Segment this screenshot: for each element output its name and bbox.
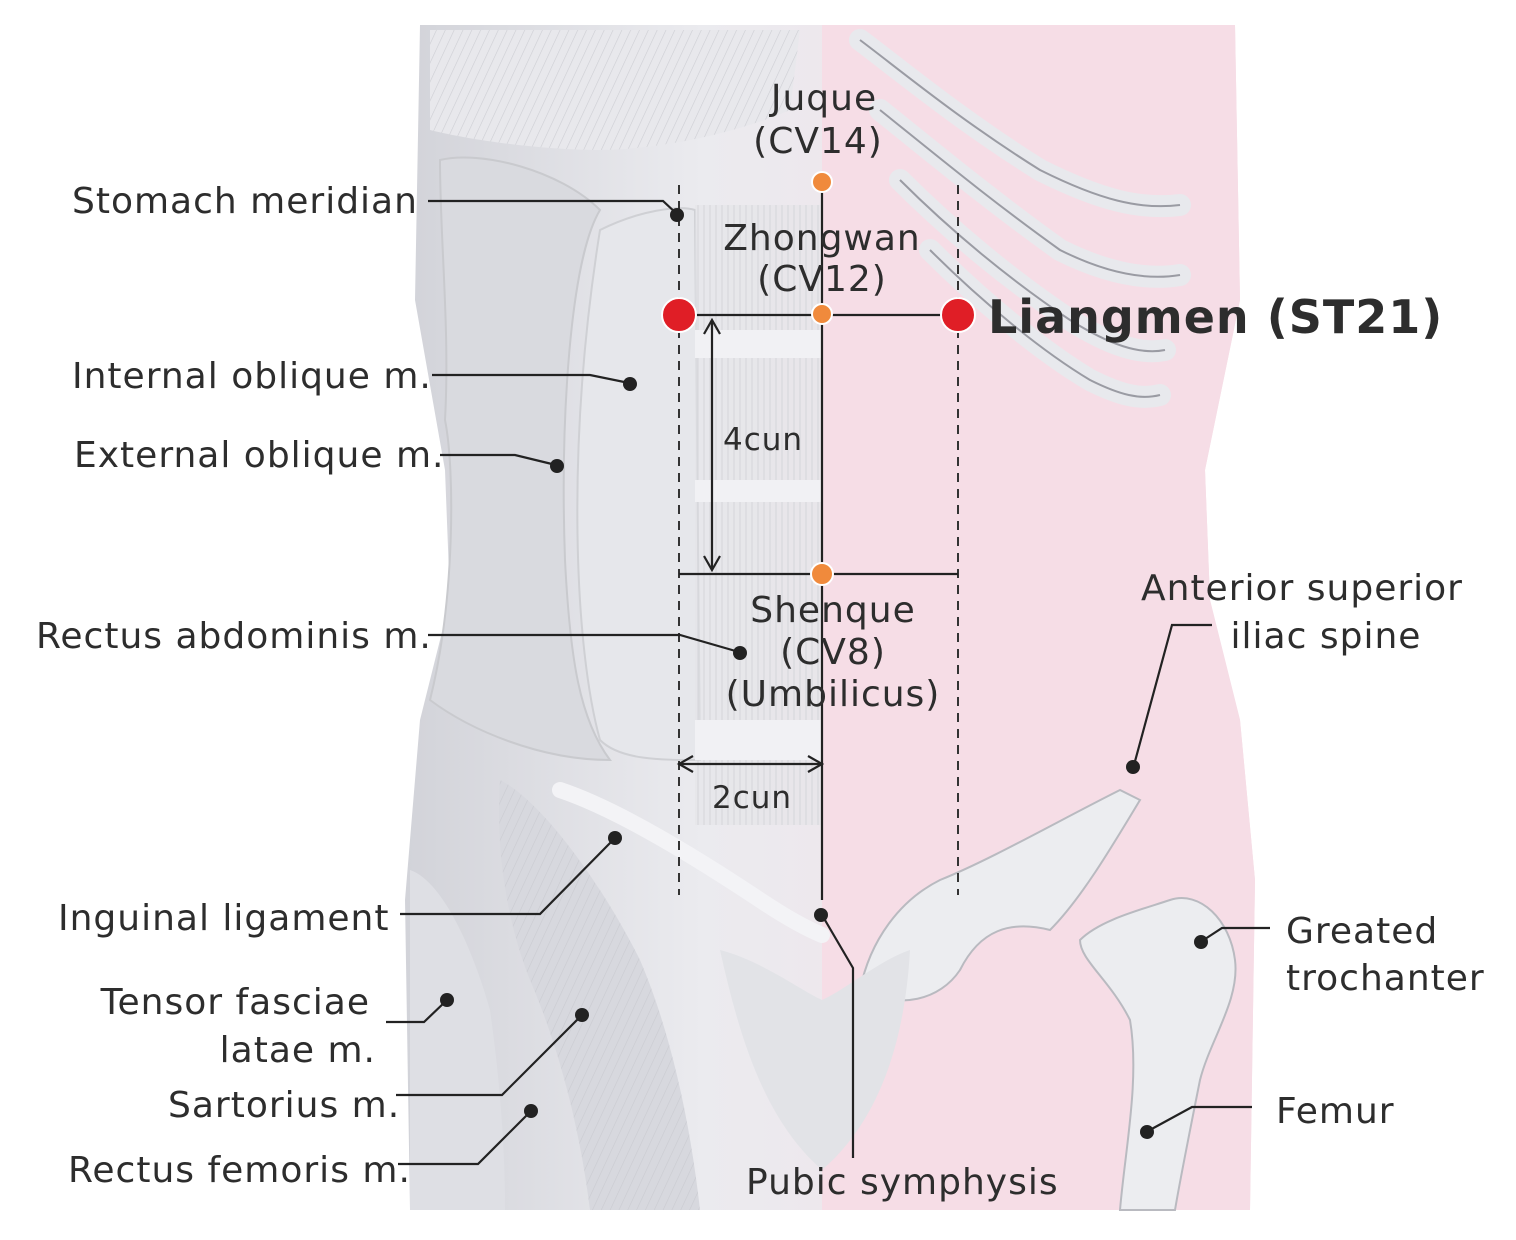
measure-2cun-arrow <box>676 755 825 773</box>
measure-4cun-arrow <box>703 317 721 573</box>
rectus-abdominis-label: Rectus abdominis m. <box>36 616 432 657</box>
liangmen-label: Liangmen (ST21) <box>988 290 1443 344</box>
tendinous-band-2 <box>695 480 822 502</box>
zhongwan-name-label: Zhongwan <box>723 218 921 259</box>
measure-2cun-label: 2cun <box>712 780 792 816</box>
stomach-meridian-label: Stomach meridian <box>72 181 418 222</box>
liangmen-right-point[interactable] <box>940 297 976 333</box>
dot-rectus-femoris <box>524 1104 538 1118</box>
leader-tensor-fasciae <box>386 1000 447 1024</box>
measure-4cun-label: 4cun <box>723 422 803 458</box>
acupoints <box>661 171 976 586</box>
sartorius-label: Sartorius m. <box>168 1085 400 1126</box>
pubic-region <box>720 950 910 1170</box>
shenque-code-label: (CV8) <box>780 632 886 673</box>
internal-oblique-label: Internal oblique m. <box>72 356 432 397</box>
dot-tensor-fasciae <box>440 993 454 1007</box>
external-oblique-label: External oblique m. <box>74 435 444 476</box>
torso-illustration <box>405 25 1255 1211</box>
leader-inguinal-ligament <box>400 838 615 916</box>
leader-sartorius <box>396 1015 582 1097</box>
leader-greater-trochanter <box>1201 926 1270 942</box>
dot-greater-trochanter <box>1194 935 1208 949</box>
juque-name-label: Juque <box>769 78 877 119</box>
zhongwan-point[interactable] <box>811 303 833 325</box>
greater-trochanter-label-line2: trochanter <box>1286 958 1485 999</box>
leader-external-oblique <box>440 453 557 467</box>
juque-point[interactable] <box>811 171 833 193</box>
leader-asis <box>1132 623 1212 766</box>
dot-femur <box>1140 1125 1154 1139</box>
pectoral-fibers <box>430 30 800 150</box>
dot-inguinal-ligament <box>608 831 622 845</box>
dot-internal-oblique <box>623 377 637 391</box>
leader-lines <box>386 199 1270 1166</box>
dot-pubic-symphysis <box>814 908 828 922</box>
inguinal-ligament-band <box>552 782 830 943</box>
dot-stomach-meridian <box>670 208 684 222</box>
inguinal-ligament-label: Inguinal ligament <box>58 898 390 939</box>
external-oblique-muscle <box>428 156 612 762</box>
zhongwan-code-label: (CV12) <box>757 259 887 300</box>
asis-label-line2: iliac spine <box>1231 616 1422 657</box>
dot-external-oblique <box>550 459 564 473</box>
shenque-point[interactable] <box>810 562 834 586</box>
leader-internal-oblique <box>432 373 630 385</box>
tendinous-band-1 <box>695 330 822 358</box>
leader-rectus-abdominis <box>428 633 740 654</box>
leader-rectus-femoris <box>398 1111 531 1166</box>
sartorius-fibers <box>499 780 700 1210</box>
juque-code-label: (CV14) <box>753 121 883 162</box>
tensor-fasciae-label-line1: Tensor fasciae <box>100 982 370 1023</box>
rectus-femoris-label: Rectus femoris m. <box>68 1150 411 1191</box>
tendinous-band-3 <box>695 720 822 760</box>
shenque-name-label: Shenque <box>750 590 915 631</box>
tensor-fasciae-latae-muscle <box>410 870 505 1210</box>
leader-femur <box>1147 1105 1252 1132</box>
dot-sartorius <box>575 1008 589 1022</box>
internal-oblique-muscle <box>576 207 702 762</box>
leader-stomach-meridian <box>428 199 678 215</box>
liangmen-left-point[interactable] <box>661 297 697 333</box>
dot-asis <box>1126 760 1140 774</box>
asis-label-line1: Anterior superior <box>1141 568 1463 609</box>
text-labels: Juque (CV14) Zhongwan (CV12) Liangmen (S… <box>36 78 1485 1203</box>
dot-rectus-abdominis <box>733 646 747 660</box>
rib-cage-outline <box>859 39 1181 398</box>
greater-trochanter-label-line1: Greated <box>1286 911 1438 952</box>
shenque-note-label: (Umbilicus) <box>726 674 941 715</box>
femur-bone <box>1078 897 1237 1211</box>
tensor-fasciae-label-line2: latae m. <box>220 1030 376 1071</box>
leader-pubic-symphysis <box>821 914 855 1158</box>
femur-label: Femur <box>1276 1091 1395 1132</box>
pubic-symphysis-label: Pubic symphysis <box>746 1162 1059 1203</box>
